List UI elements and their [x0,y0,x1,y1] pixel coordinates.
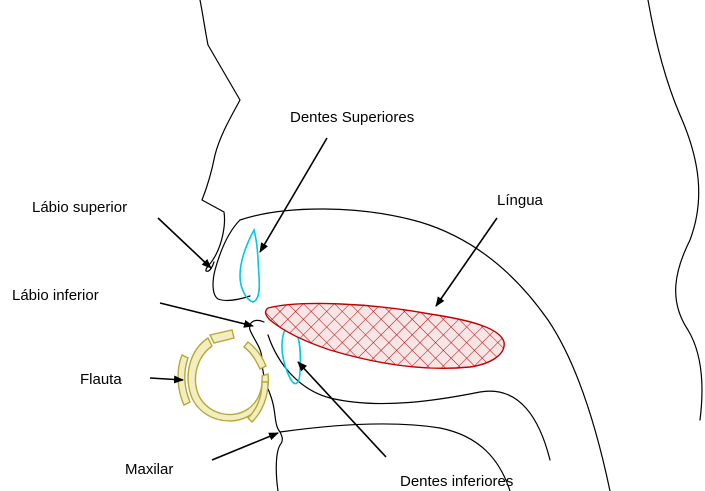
arrow-maxilar [212,433,278,460]
flute-cross-section [178,330,268,422]
tongue [266,303,505,368]
arrow-labio-inferior [160,303,253,326]
upper-lip-outline [213,220,250,300]
face-profile-outline [200,0,240,271]
neck-outline [648,0,702,420]
label-dentes-inferiores: Dentes inferiores [400,473,513,490]
arrow-dentes-superiores [260,138,327,252]
label-lingua: Língua [497,192,544,209]
label-labio-inferior: Lábio inferior [12,287,99,304]
label-flauta: Flauta [80,371,122,388]
upper-teeth [240,230,259,302]
arrow-dentes-inferiores [298,362,386,457]
arrow-labio-superior [158,218,211,268]
label-labio-superior: Lábio superior [32,199,127,216]
label-maxilar: Maxilar [125,461,173,478]
label-dentes-superiores: Dentes Superiores [290,109,414,126]
